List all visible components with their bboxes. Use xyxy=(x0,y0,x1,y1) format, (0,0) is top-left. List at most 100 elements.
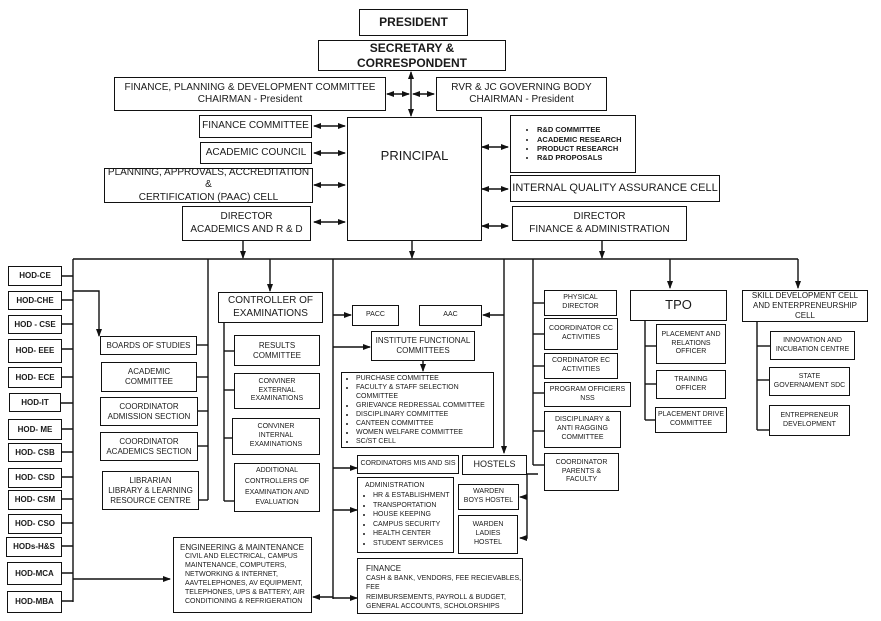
research-item: PRODUCT RESEARCH xyxy=(537,144,622,153)
paac-line2: CERTIFICATION (PAAC) CELL xyxy=(138,191,279,203)
training-officer-box: TRAINING OFFICER xyxy=(656,370,726,399)
physical-director-line2: DIRECTOR xyxy=(562,303,599,310)
finance-line3: GENERAL ACCOUNTS, SCHOLORSHIPS xyxy=(366,602,500,610)
mis-sis-box: CORDINATORS MIS AND SIS xyxy=(357,455,459,474)
anti-ragging-box: DISCIPLINARY & ANTI RAGGING COMMITTEE xyxy=(544,411,621,448)
hod-label: HOD- CSM xyxy=(14,495,56,504)
internal-line1: CONVINER xyxy=(257,423,295,431)
director-academics-box: DIRECTOR ACADEMICS AND R & D xyxy=(182,206,311,241)
iqac-label: INTERNAL QUALITY ASSURANCE CELL xyxy=(512,181,718,194)
warden-boys-box: WARDEN BOYS HOSTEL xyxy=(458,484,519,510)
administration-box: ADMINISTRATION HR & ESTABLISHMENT TRANSP… xyxy=(357,477,454,553)
nss-line1: PROGRAM OFFICIERS xyxy=(549,385,626,393)
training-line1: TRAINING xyxy=(674,375,708,383)
committee-item: FACULTY & STAFF SELECTION COMMITTEE xyxy=(356,383,493,401)
finance-heading: FINANCE xyxy=(366,564,402,573)
placement-relations-box: PLACEMENT AND RELATIONS OFFICER xyxy=(656,324,726,364)
internal-line3: EXAMINATIONS xyxy=(249,440,303,448)
librarian-box: LIBRARIAN LIBRARY & LEARNING RESOURCE CE… xyxy=(102,471,199,510)
academics-section-box: COORDINATOR ACADEMICS SECTION xyxy=(100,432,198,461)
hod-box: HOD- EEE xyxy=(8,339,62,363)
academic-committee-line1: ACADEMIC xyxy=(127,367,171,376)
admission-line2: ADMISSION SECTION xyxy=(107,411,191,421)
academic-council-label: ACADEMIC COUNCIL xyxy=(205,146,307,158)
pacc-label: PACC xyxy=(366,311,385,319)
hod-label: HOD- CSB xyxy=(15,447,55,457)
hod-box: HOD- ME xyxy=(8,419,62,440)
external-examinations-box: CONVINER EXTERNAL EXAMINATIONS xyxy=(234,373,320,409)
fpdc-line1: FINANCE, PLANNING & DEVELOPMENT COMMITTE… xyxy=(124,81,376,93)
hod-label: HODs-H&S xyxy=(13,542,55,551)
secretary-box: SECRETARY & CORRESPONDENT xyxy=(318,40,506,71)
director-academics-line2: ACADEMICS AND R & D xyxy=(190,223,303,235)
warden-ladies-line3: HOSTEL xyxy=(473,538,502,546)
drive-line2: COMMITTEE xyxy=(670,420,712,427)
admission-line1: COORDINATOR xyxy=(119,401,179,411)
ifc-line1: INSTITUTE FUNCTIONAL xyxy=(375,336,471,345)
committee-item: SC/ST CELL xyxy=(356,437,493,446)
boards-of-studies-box: BOARDS OF STUDIES xyxy=(100,336,197,355)
hod-box: HODs-H&S xyxy=(6,537,62,557)
results-committee-box: RESULTS COMMITTEE xyxy=(234,335,320,366)
institute-functional-committees-box: INSTITUTE FUNCTIONAL COMMITTEES xyxy=(371,331,475,361)
nss-line2: NSS xyxy=(580,394,595,402)
hod-label: HOD - CSE xyxy=(14,319,56,329)
warden-ladies-box: WARDEN LADIES HOSTEL xyxy=(458,515,518,554)
administration-heading: ADMINISTRATION xyxy=(365,482,425,490)
academic-committee-box: ACADEMIC COMMITTEE xyxy=(101,362,197,392)
hod-label: HOD-MCA xyxy=(15,568,54,578)
director-finance-box: DIRECTOR FINANCE & ADMINISTRATION xyxy=(512,206,687,241)
librarian-line1: LIBRARIAN xyxy=(129,475,172,485)
innovation-line2: INCUBATION CENTRE xyxy=(775,345,850,353)
additional-controllers-box: ADDITIONAL CONTROLLERS OF EXAMINATION AN… xyxy=(234,463,320,512)
ifc-line2: COMMITTEES xyxy=(396,346,450,355)
librarian-line3: RESOURCE CENTRE xyxy=(110,495,191,505)
physical-director-line1: PHYSICAL xyxy=(563,294,598,302)
additional-line1: ADDITIONAL xyxy=(255,466,298,474)
administration-list: HR & ESTABLISHMENT TRANSPORTATION HOUSE … xyxy=(365,491,450,549)
anti-ragging-line3: COMMITTEE xyxy=(561,433,604,441)
innovation-line1: INNOVATION AND xyxy=(783,336,842,344)
hod-label: HOD- EEE xyxy=(15,346,55,355)
ec-line1: CORDINATOR EC xyxy=(551,357,611,365)
hod-box: HOD-CE xyxy=(8,266,62,286)
placement-relations-line1: PLACEMENT AND xyxy=(661,330,721,338)
engineering-line: MAINTENANCE, COMPUTERS, xyxy=(185,562,287,570)
warden-ladies-line1: WARDEN xyxy=(472,521,504,529)
president-box: PRESIDENT xyxy=(359,9,468,36)
entrepreneur-line1: ENTREPRENEUR xyxy=(780,411,839,419)
engineering-line: CIVIL AND ELECTRICAL, CAMPUS xyxy=(185,553,298,561)
parents-line1: COORDINATOR xyxy=(555,458,608,466)
engineering-maintenance-box: ENGINEERING & MAINTENANCE CIVIL AND ELEC… xyxy=(173,537,312,613)
results-line2: COMMITTEE xyxy=(253,350,301,360)
warden-boys-line2: BOYS HOSTEL xyxy=(463,497,514,504)
aac-label: AAC xyxy=(443,311,458,319)
training-line2: OFFICER xyxy=(675,384,707,392)
academics-section-line1: COORDINATOR xyxy=(119,436,179,446)
nss-box: PROGRAM OFFICIERS NSS xyxy=(544,382,631,407)
boards-of-studies-label: BOARDS OF STUDIES xyxy=(106,340,191,350)
hod-box: HOD- CSB xyxy=(8,443,62,462)
external-line1: CONVINER xyxy=(258,377,296,385)
anti-ragging-line1: DISCIPLINARY & xyxy=(555,416,610,424)
committees-list: PURCHASE COMMITTEE FACULTY & STAFF SELEC… xyxy=(346,374,493,447)
engineering-heading: ENGINEERING & MAINTENANCE xyxy=(180,543,305,553)
committee-item: GRIEVANCE REDRESSAL COMMITTEE xyxy=(356,401,493,410)
placement-relations-line3: OFFICER xyxy=(675,348,707,356)
cc-line2: ACTIVITIES xyxy=(561,334,601,341)
hod-label: HOD- ECE xyxy=(15,372,55,382)
paac-cell-box: PLANNING, APPROVALS, ACCREDITATION & CER… xyxy=(104,166,313,203)
engineering-line: TELEPHONES, UPS & BATTERY, AIR xyxy=(185,589,305,597)
committee-item: WOMEN WELFARE COMMITTEE xyxy=(356,428,493,437)
paac-line1: PLANNING, APPROVALS, ACCREDITATION & xyxy=(107,166,310,191)
research-item: ACADEMIC RESEARCH xyxy=(537,135,622,144)
research-item: R&D COMMITTEE xyxy=(537,125,622,134)
research-box: R&D COMMITTEE ACADEMIC RESEARCH PRODUCT … xyxy=(510,115,636,173)
skill-development-box: SKILL DEVELOPMENT CELL AND ENTERPRENEURS… xyxy=(742,290,868,322)
placement-drive-box: PLACEMENT DRIVE COMMITTEE xyxy=(655,407,727,433)
sdc-line1: STATE xyxy=(798,372,821,380)
hod-label: HOD-IT xyxy=(21,397,49,407)
administration-item: HOUSE KEEPING xyxy=(373,510,450,520)
tpo-box: TPO xyxy=(630,290,727,321)
cc-line1: COORDINATOR CC xyxy=(549,325,613,333)
